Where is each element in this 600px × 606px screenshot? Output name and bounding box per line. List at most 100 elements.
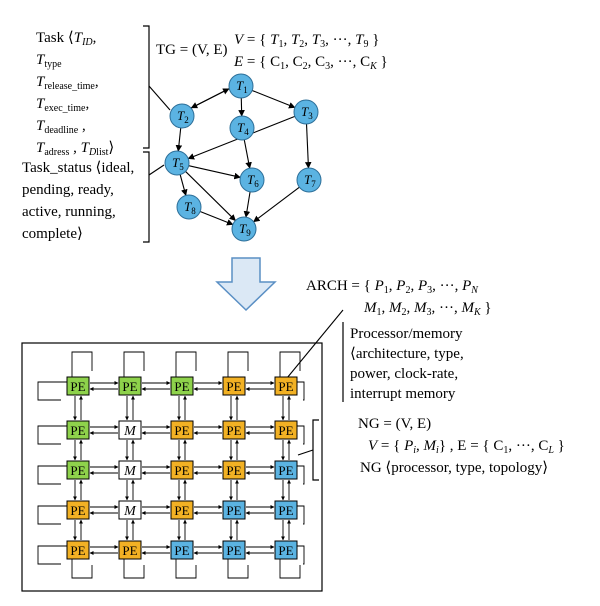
pe-box: [222, 540, 246, 560]
arch-line-2: M1, M2, M3, ···, MK }: [363, 300, 492, 318]
mesh-cell-r3-c1: PE: [66, 460, 90, 480]
pe-label: PE: [174, 503, 189, 518]
pe-box: [222, 500, 246, 520]
mesh-cell-r1-c3: PE: [170, 376, 194, 396]
row-wrap-right: [297, 545, 305, 565]
pe-box: [66, 540, 90, 560]
mesh-cell-r4-c4: PE: [222, 500, 246, 520]
tg-label: TG = (V, E): [156, 42, 228, 58]
row-wrap-left: [37, 381, 67, 401]
v-definition: V = { T1, T2, T3, ···, T9 }: [234, 32, 379, 50]
row-wrap-right: [297, 505, 305, 525]
pe-box: [274, 460, 298, 480]
memory-label: M: [123, 424, 137, 439]
pe-label: PE: [278, 423, 293, 438]
task-node-T7: T7: [296, 167, 322, 193]
task-node-circle: [228, 73, 254, 99]
task-node-circle: [296, 167, 322, 193]
task-line-3: Trelease_time,: [36, 74, 99, 92]
task-node-T4: T4: [229, 115, 255, 141]
pe-label: PE: [278, 543, 293, 558]
task-attributes: Task ⟨TID, Ttype Trelease_time, Texec_ti…: [36, 30, 114, 158]
proc-line-1: Processor/memory: [350, 326, 463, 342]
arch-line-1: ARCH = { P1, P2, P3, ···, PN: [306, 278, 479, 296]
down-arrow-icon: [215, 257, 277, 312]
pe-box: [170, 420, 194, 440]
mesh-cell-r2-c2: M: [118, 420, 142, 440]
edge-T8-T9: [199, 210, 234, 226]
pe-box: [170, 460, 194, 480]
pe-label: PE: [70, 503, 85, 518]
row-wrap-left: [37, 465, 67, 485]
mesh-cell-r3-c4: PE: [222, 460, 246, 480]
task-node-T2: T2: [169, 103, 195, 129]
col-wrap-top: [71, 351, 93, 377]
task-node-T8: T8: [176, 194, 202, 220]
col-wrap-top: [227, 351, 249, 377]
mesh-cell-r4-c2: M: [118, 500, 142, 520]
task-line-5: Tdeadline ,: [36, 118, 86, 136]
pe-label: PE: [278, 463, 293, 478]
ng-label: NG = (V, E): [358, 416, 431, 432]
pe-label: PE: [226, 543, 241, 558]
mesh-cell-r5-c5: PE: [274, 540, 298, 560]
mesh-frame: [21, 342, 323, 592]
pe-label: PE: [174, 379, 189, 394]
pe-label: PE: [278, 503, 293, 518]
task-node-T5: T5: [164, 150, 190, 176]
task-bracket: [143, 25, 150, 149]
proc-line-2: ⟨architecture, type,: [350, 346, 464, 362]
pe-box: [118, 540, 142, 560]
col-wrap-bottom: [71, 559, 93, 579]
col-wrap-top: [175, 351, 197, 377]
task-node-circle: [229, 115, 255, 141]
pe-box: [170, 540, 194, 560]
edge-T5-T8: [179, 174, 188, 197]
mesh-cell-r2-c5: PE: [274, 420, 298, 440]
pe-box: [222, 376, 246, 396]
edge-T5-T9: [185, 171, 236, 222]
mesh-cell-r5-c3: PE: [170, 540, 194, 560]
pe-box: [66, 460, 90, 480]
col-wrap-bottom: [175, 559, 197, 579]
edge-T6-T9: [243, 191, 251, 218]
mesh-cell-r1-c2: PE: [118, 376, 142, 396]
pe-label: PE: [226, 379, 241, 394]
task-node-circle: [231, 216, 257, 242]
memory-box: [118, 420, 142, 440]
pe-box: [274, 540, 298, 560]
col-wrap-bottom: [123, 559, 145, 579]
row-wrap-right: [297, 465, 305, 485]
status-line-2: pending, ready,: [22, 182, 114, 198]
edge-T1-T3: [251, 89, 296, 109]
status-bracket: [143, 151, 150, 243]
task-node-circle: [176, 194, 202, 220]
edge-T5-T6: [188, 165, 241, 180]
task-node-label: T2: [177, 108, 189, 125]
edge-T4-T6: [243, 139, 252, 169]
pe-label: PE: [122, 543, 137, 558]
task-node-circle: [169, 103, 195, 129]
mesh-wires: [37, 351, 305, 579]
pe-label: PE: [226, 423, 241, 438]
pe-box: [274, 420, 298, 440]
memory-box: [118, 460, 142, 480]
status-line-1: Task_status ⟨ideal,: [22, 160, 134, 176]
status-pointer-line: [148, 164, 165, 176]
status-line-4: complete⟩: [22, 226, 83, 242]
pe-box: [222, 420, 246, 440]
task-node-circle: [239, 167, 265, 193]
pe-box: [222, 460, 246, 480]
mesh-cell-r3-c3: PE: [170, 460, 194, 480]
pe-label: PE: [226, 463, 241, 478]
memory-box: [118, 500, 142, 520]
pe-label: PE: [70, 543, 85, 558]
task-node-circle: [293, 99, 319, 125]
task-node-T3: T3: [293, 99, 319, 125]
ng-bracket: [312, 419, 319, 481]
ng-attributes: NG ⟨processor, type, topology⟩: [360, 460, 548, 476]
task-node-circle: [164, 150, 190, 176]
proc-pointer-line: [286, 309, 344, 379]
